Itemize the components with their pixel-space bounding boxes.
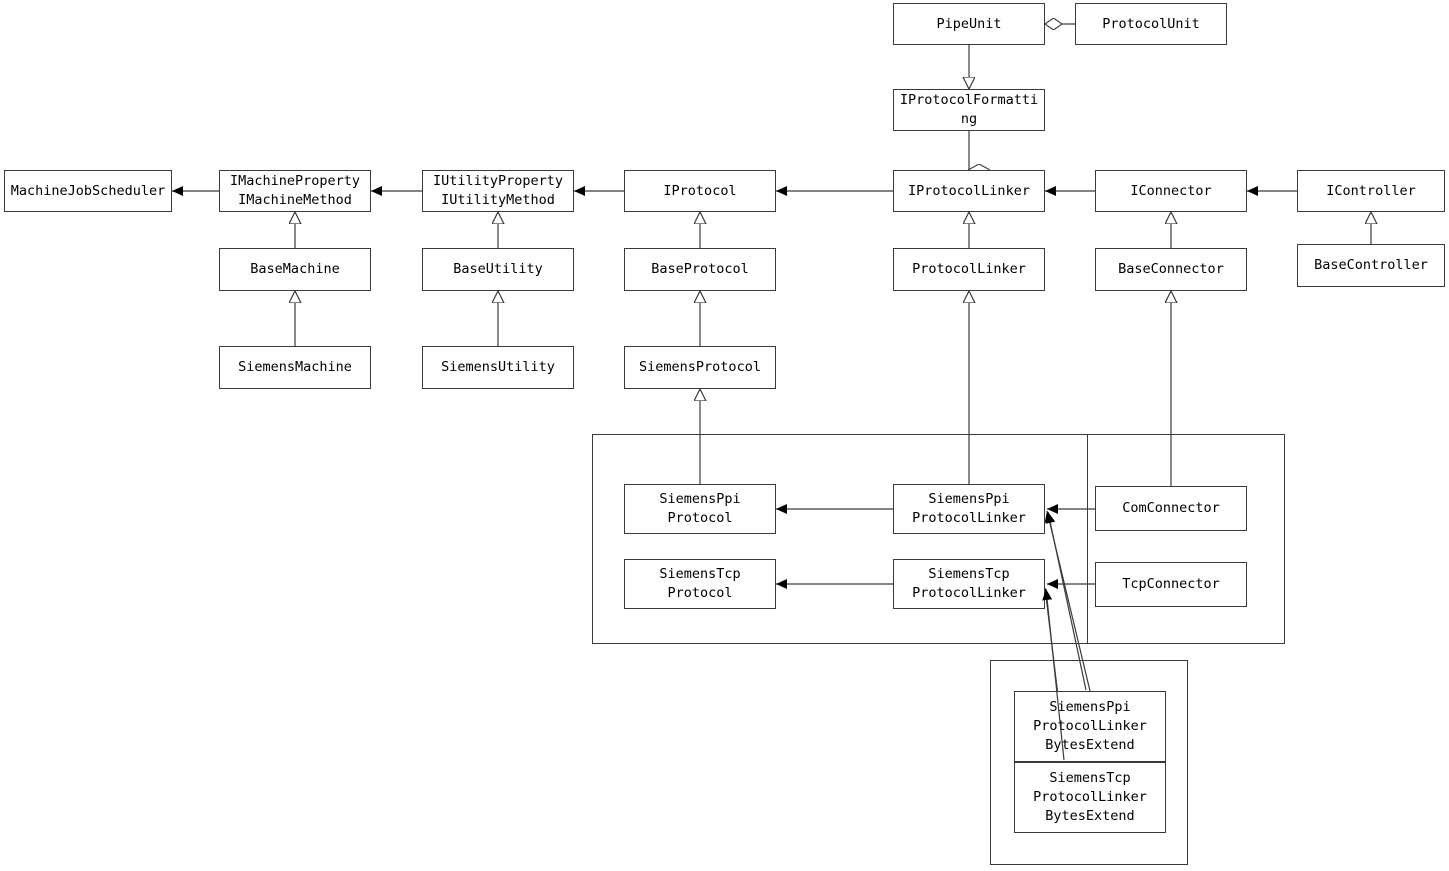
class-node-machinejobscheduler[interactable]: MachineJobScheduler	[4, 170, 172, 212]
class-node-siemensppiprotocollinker[interactable]: SiemensPpi ProtocolLinker	[893, 484, 1045, 534]
class-node-baseconnector[interactable]: BaseConnector	[1095, 248, 1247, 291]
class-node-tcpconnector[interactable]: TcpConnector	[1095, 562, 1247, 607]
class-node-basecontroller[interactable]: BaseController	[1297, 244, 1445, 287]
class-node-siemensutility[interactable]: SiemensUtility	[422, 346, 574, 389]
class-node-pipeunit[interactable]: PipeUnit	[893, 3, 1045, 45]
class-node-siemenstcpprotocollinkerbytesextend[interactable]: SiemensTcp ProtocolLinker BytesExtend	[1014, 762, 1166, 833]
class-node-protocolunit[interactable]: ProtocolUnit	[1075, 3, 1227, 45]
class-node-iprotocol[interactable]: IProtocol	[624, 170, 776, 212]
group-connectors	[1087, 434, 1285, 644]
class-node-siemenstcpprotocol[interactable]: SiemensTcp Protocol	[624, 559, 776, 609]
class-node-siemensprotocol[interactable]: SiemensProtocol	[624, 346, 776, 389]
class-node-baseprotocol[interactable]: BaseProtocol	[624, 248, 776, 291]
class-node-comconnector[interactable]: ComConnector	[1095, 486, 1247, 531]
class-node-imachineproperty[interactable]: IMachineProperty IMachineMethod	[219, 170, 371, 212]
class-node-siemenstcpprotocollinker[interactable]: SiemensTcp ProtocolLinker	[893, 559, 1045, 609]
class-node-siemensppiprotocol[interactable]: SiemensPpi Protocol	[624, 484, 776, 534]
class-node-iutilityproperty[interactable]: IUtilityProperty IUtilityMethod	[422, 170, 574, 212]
class-node-iprotocolformatting[interactable]: IProtocolFormatti ng	[893, 89, 1045, 131]
class-node-basemachine[interactable]: BaseMachine	[219, 248, 371, 291]
class-node-siemensmachine[interactable]: SiemensMachine	[219, 346, 371, 389]
class-node-iconnector[interactable]: IConnector	[1095, 170, 1247, 212]
class-node-protocollinker[interactable]: ProtocolLinker	[893, 248, 1045, 291]
class-node-baseutility[interactable]: BaseUtility	[422, 248, 574, 291]
class-node-iprotocollinker[interactable]: IProtocolLinker	[893, 170, 1045, 212]
class-node-icontroller[interactable]: IController	[1297, 170, 1445, 212]
class-node-siemensppiprotocollinkerbytesextend[interactable]: SiemensPpi ProtocolLinker BytesExtend	[1014, 691, 1166, 762]
